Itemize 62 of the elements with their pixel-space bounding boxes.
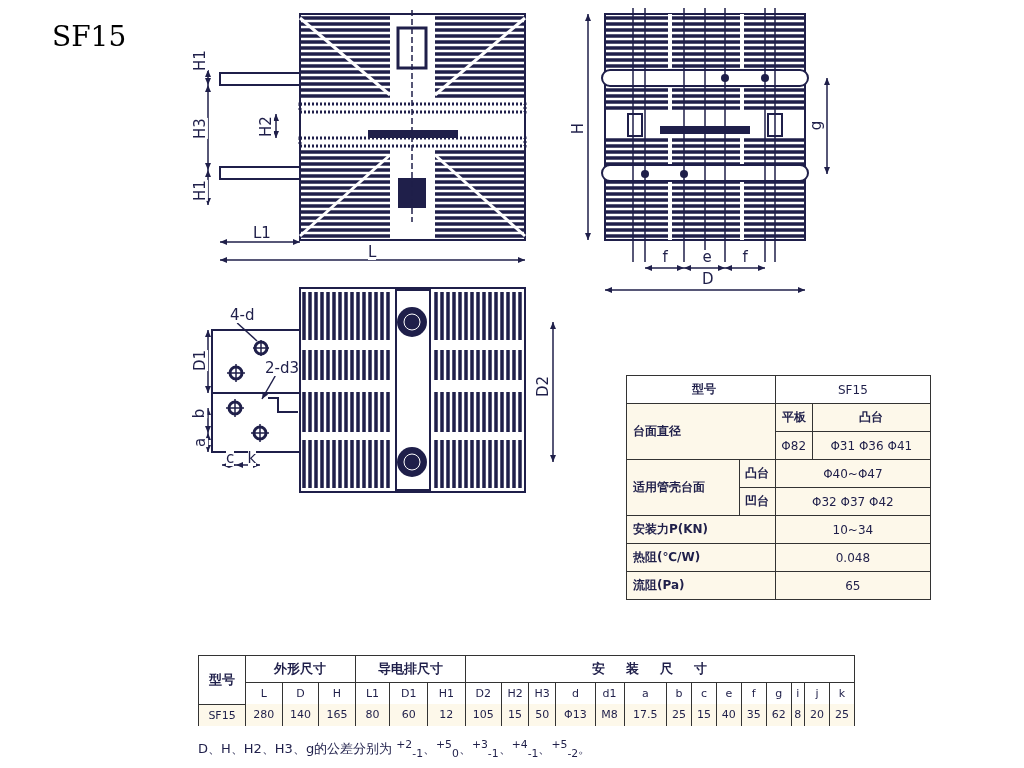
dimension-label: H1 bbox=[192, 49, 208, 71]
table-cell: 安装尺寸 bbox=[465, 655, 855, 683]
leader-line bbox=[236, 322, 258, 342]
table-cell: 25 bbox=[666, 704, 692, 726]
table-cell: 65 bbox=[775, 571, 931, 600]
dimension-label: g bbox=[809, 120, 825, 130]
table-cell: 外形尺寸 bbox=[245, 655, 356, 683]
table-cell: 17.5 bbox=[624, 704, 667, 726]
table-cell: 40 bbox=[716, 704, 742, 726]
dimension-label: L1 bbox=[253, 225, 271, 241]
table-cell: 型号 bbox=[198, 655, 246, 704]
table-cell: 0.048 bbox=[775, 543, 931, 572]
table-cell: M8 bbox=[595, 704, 625, 726]
table-cell: 10~34 bbox=[775, 515, 931, 544]
dimension-label: H1 bbox=[192, 179, 208, 201]
leader-label: 2-d3 bbox=[265, 361, 300, 376]
table-cell: 62 bbox=[766, 704, 792, 726]
table-cell: 140 bbox=[282, 704, 319, 726]
leader-label: 4-d bbox=[230, 308, 255, 323]
table-cell: 台面直径 bbox=[626, 403, 776, 460]
dimension-label: k bbox=[247, 450, 257, 466]
table-cell: 导电排尺寸 bbox=[355, 655, 465, 683]
leader-line bbox=[261, 375, 276, 400]
table-cell: 80 bbox=[355, 704, 390, 726]
table-cell: 12 bbox=[427, 704, 465, 726]
table-cell: 20 bbox=[804, 704, 830, 726]
table-cell: 热阻(℃/W) bbox=[626, 543, 776, 572]
table-cell: 105 bbox=[465, 704, 502, 726]
dimension-label: c bbox=[226, 450, 235, 466]
dimension-label: H2 bbox=[258, 115, 274, 137]
dimension-label: L bbox=[368, 244, 377, 260]
title: SF15 bbox=[52, 20, 127, 53]
table-cell: SF15 bbox=[198, 704, 246, 726]
dimension-label: e bbox=[702, 249, 712, 265]
table-cell: 35 bbox=[741, 704, 767, 726]
table-cell: 280 bbox=[245, 704, 283, 726]
table-cell: Φ31 Φ36 Φ41 bbox=[812, 431, 931, 460]
dimension-label: D2 bbox=[535, 375, 551, 397]
table-cell: 25 bbox=[829, 704, 855, 726]
dimension-label: D1 bbox=[192, 349, 208, 371]
table-cell: 适用管壳台面 bbox=[626, 459, 740, 516]
dimension-label: f bbox=[662, 249, 668, 265]
table-cell: 型号 bbox=[626, 375, 776, 404]
table-cell: 15 bbox=[691, 704, 717, 726]
table-cell: Φ40~Φ47 bbox=[775, 459, 931, 488]
table-cell: SF15 bbox=[775, 375, 931, 404]
dimension-label: D bbox=[702, 271, 714, 287]
mounting-hole bbox=[252, 339, 270, 357]
dimension-label: b bbox=[192, 408, 208, 418]
table-cell: 凸台 bbox=[812, 403, 931, 432]
table-cell: 165 bbox=[318, 704, 356, 726]
dimension-label: H3 bbox=[192, 117, 208, 139]
table-cell: Φ13 bbox=[555, 704, 596, 726]
table-cell: Φ32 Φ37 Φ42 bbox=[775, 487, 931, 516]
tolerance-note: D、H、H2、H3、g的公差分别为 $^{+2}$$_{-1}$、$^{+5}$$_{0}$、$^{+3}$$_{-1}$、$^{+4}$$_{-1}$、$^{+5}$$_{-2}$。 bbox=[198, 738, 592, 760]
dimension-label: f bbox=[742, 249, 748, 265]
table-cell: 60 bbox=[389, 704, 428, 726]
table-cell: 50 bbox=[528, 704, 556, 726]
table-cell: 15 bbox=[501, 704, 529, 726]
table-cell: 安装力P(KN) bbox=[626, 515, 776, 544]
dimension-label: H bbox=[570, 122, 586, 134]
table-cell: 流阻(Pa) bbox=[626, 571, 776, 600]
